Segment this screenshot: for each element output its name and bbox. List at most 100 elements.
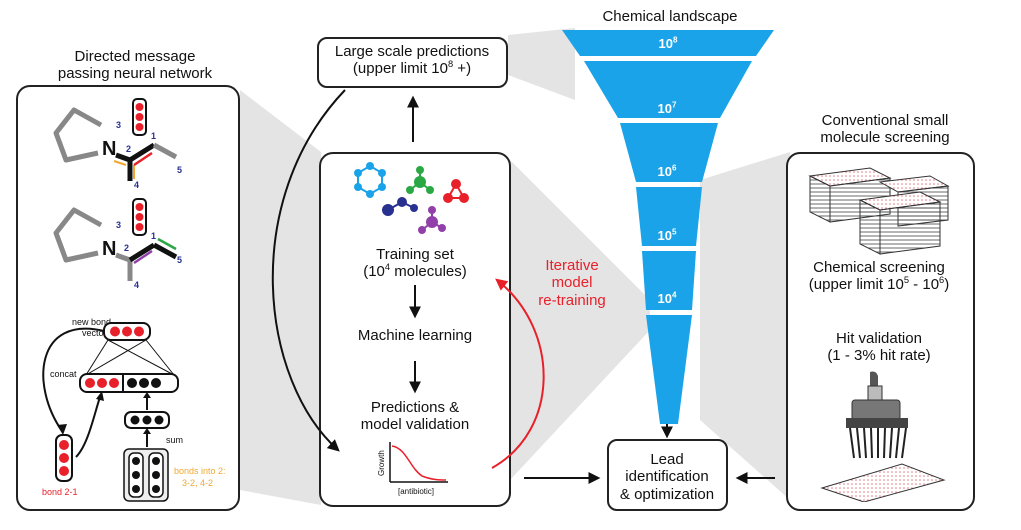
loop-arrow-feedback — [42, 327, 105, 432]
mol1-num-5: 5 — [177, 165, 182, 175]
funnel-tier-8b — [584, 61, 752, 118]
training-set-label: Training set (104 molecules) — [319, 246, 511, 281]
growth-curve-plot: Growth [antibiotic] — [377, 442, 448, 496]
zoom-wedge-right — [700, 152, 790, 500]
training-set-exp: 4 — [384, 262, 391, 273]
machine-learning-label: Machine learning — [357, 327, 473, 344]
arrow-orange-1 — [113, 160, 127, 166]
funnel-tier-4 — [646, 315, 692, 424]
bond-to-concat-arrow — [75, 396, 101, 458]
retraining-line1: Iterative — [545, 257, 599, 274]
molecule-red — [443, 179, 469, 203]
molecule-2: N 3 2 1 4 5 — [53, 198, 182, 290]
vector-dot-2c — [135, 223, 144, 231]
mol2-num-2: 2 — [124, 243, 129, 253]
concat-dot-5 — [139, 378, 149, 388]
plot-curve — [391, 445, 447, 481]
arrow-retraining — [491, 278, 545, 469]
funnel-tier-6 — [636, 187, 702, 246]
predictions-line1: Predictions & — [370, 399, 460, 416]
nbv-dot-3 — [134, 326, 144, 337]
bv-dot-1 — [59, 440, 69, 450]
dmpnn-illustration: N 3 2 1 4 5 N 3 2 1 4 5 — [42, 98, 226, 502]
lead-line2: identification — [625, 468, 709, 486]
bv-dot-3 — [59, 466, 69, 476]
fc-line-1 — [85, 339, 109, 376]
concat-dot-1 — [85, 378, 95, 388]
mol1-num-3: 3 — [116, 120, 121, 130]
funnel-level-5-exp: 5 — [671, 227, 677, 237]
chemical-funnel — [562, 30, 774, 424]
nitrogen-label-2: N — [102, 238, 116, 260]
conventional-title-line1: Conventional small — [821, 112, 949, 129]
funnel-level-6-exp: 6 — [671, 163, 677, 173]
funnel-level-5: 105 — [637, 228, 697, 243]
zoom-wedge-middle — [510, 160, 650, 480]
dmpnn-title: Directed message passing neural network — [20, 48, 250, 83]
large-scale-line1: Large scale predictions — [334, 43, 490, 60]
lead-text: Lead identification & optimization — [609, 451, 725, 503]
dmpnn-title-line2: passing neural network — [57, 65, 213, 83]
sum-dot-3 — [154, 415, 164, 425]
conventional-title-line2: molecule screening — [820, 129, 950, 147]
screening-pre: (upper limit 10 — [808, 276, 904, 294]
funnel-level-7: 107 — [637, 101, 697, 116]
large-scale-exp: 8 — [447, 59, 454, 70]
fc-line-3 — [85, 339, 147, 376]
plate-stacks-illustration — [808, 167, 950, 255]
screening-exp1: 5 — [903, 275, 910, 286]
predictions-line2: model validation — [360, 416, 470, 434]
lead-identification-box: Lead identification & optimization — [607, 439, 728, 511]
screening-mid: - 10 — [909, 276, 940, 294]
bond-to-concat-arrowhead — [96, 391, 104, 401]
nbv-dot-1 — [110, 326, 120, 337]
loop-arrowhead — [57, 424, 67, 435]
conventional-title: Conventional small molecule screening — [785, 112, 985, 147]
bs-dot-6 — [152, 485, 160, 493]
plot-xlabel: [antibiotic] — [398, 487, 434, 496]
vector-dot-2a — [135, 203, 144, 211]
hit-validation-line1: Hit validation — [836, 330, 922, 347]
sum-label: sum — [166, 435, 183, 445]
zoom-wedge-top — [508, 28, 575, 100]
large-scale-line2: (upper limit 108 +) — [319, 59, 505, 78]
concat-dot-2 — [97, 378, 107, 388]
funnel-level-8: 108 — [638, 36, 698, 51]
bs-dot-1 — [132, 457, 140, 465]
screening-exp2: 6 — [939, 275, 945, 286]
mol1-num-2: 2 — [126, 144, 131, 154]
chemical-screening-label: Chemical screening (upper limit 105 - 10… — [786, 259, 972, 294]
funnel-level-5-base: 10 — [657, 228, 672, 243]
nitrogen-label-1: N — [102, 138, 116, 160]
pipette-icon — [846, 371, 908, 459]
pyrrolidine-ring-1 — [53, 107, 103, 163]
vector-dot-2b — [135, 213, 144, 221]
bond-n-2 — [115, 152, 131, 163]
plot-ylabel: Growth — [377, 450, 386, 476]
bs-dot-3 — [132, 485, 140, 493]
dmpnn-panel — [16, 85, 240, 511]
large-scale-text: Large scale predictions (upper limit 108… — [319, 43, 505, 78]
mol2-num-1: 1 — [151, 231, 156, 241]
bs-dot-4 — [152, 457, 160, 465]
arrow-green — [157, 237, 177, 251]
concat-dot-3 — [109, 378, 119, 388]
vector-dot-1b — [135, 113, 144, 121]
vector-dot-1a — [135, 103, 144, 111]
funnel-level-8-exp: 8 — [672, 35, 678, 45]
plate-stack-front — [858, 191, 942, 255]
chemical-screening-line1: Chemical screening — [813, 259, 945, 276]
network-schematic: new bond vector concat sum — [42, 317, 226, 502]
bs-dot-5 — [152, 471, 160, 479]
training-molecules-illustration — [354, 162, 469, 234]
mol1-num-1: 1 — [151, 131, 156, 141]
landscape-title: Chemical landscape — [602, 8, 738, 25]
nbv-dot-2 — [122, 326, 132, 337]
concat-label: concat — [50, 369, 77, 379]
bond2-1-5 — [152, 242, 178, 260]
hit-validation-line2: (1 - 3% hit rate) — [827, 347, 931, 365]
concat-dot-4 — [127, 378, 137, 388]
molecule-navy — [382, 197, 418, 216]
vector-dot-1c — [135, 123, 144, 131]
